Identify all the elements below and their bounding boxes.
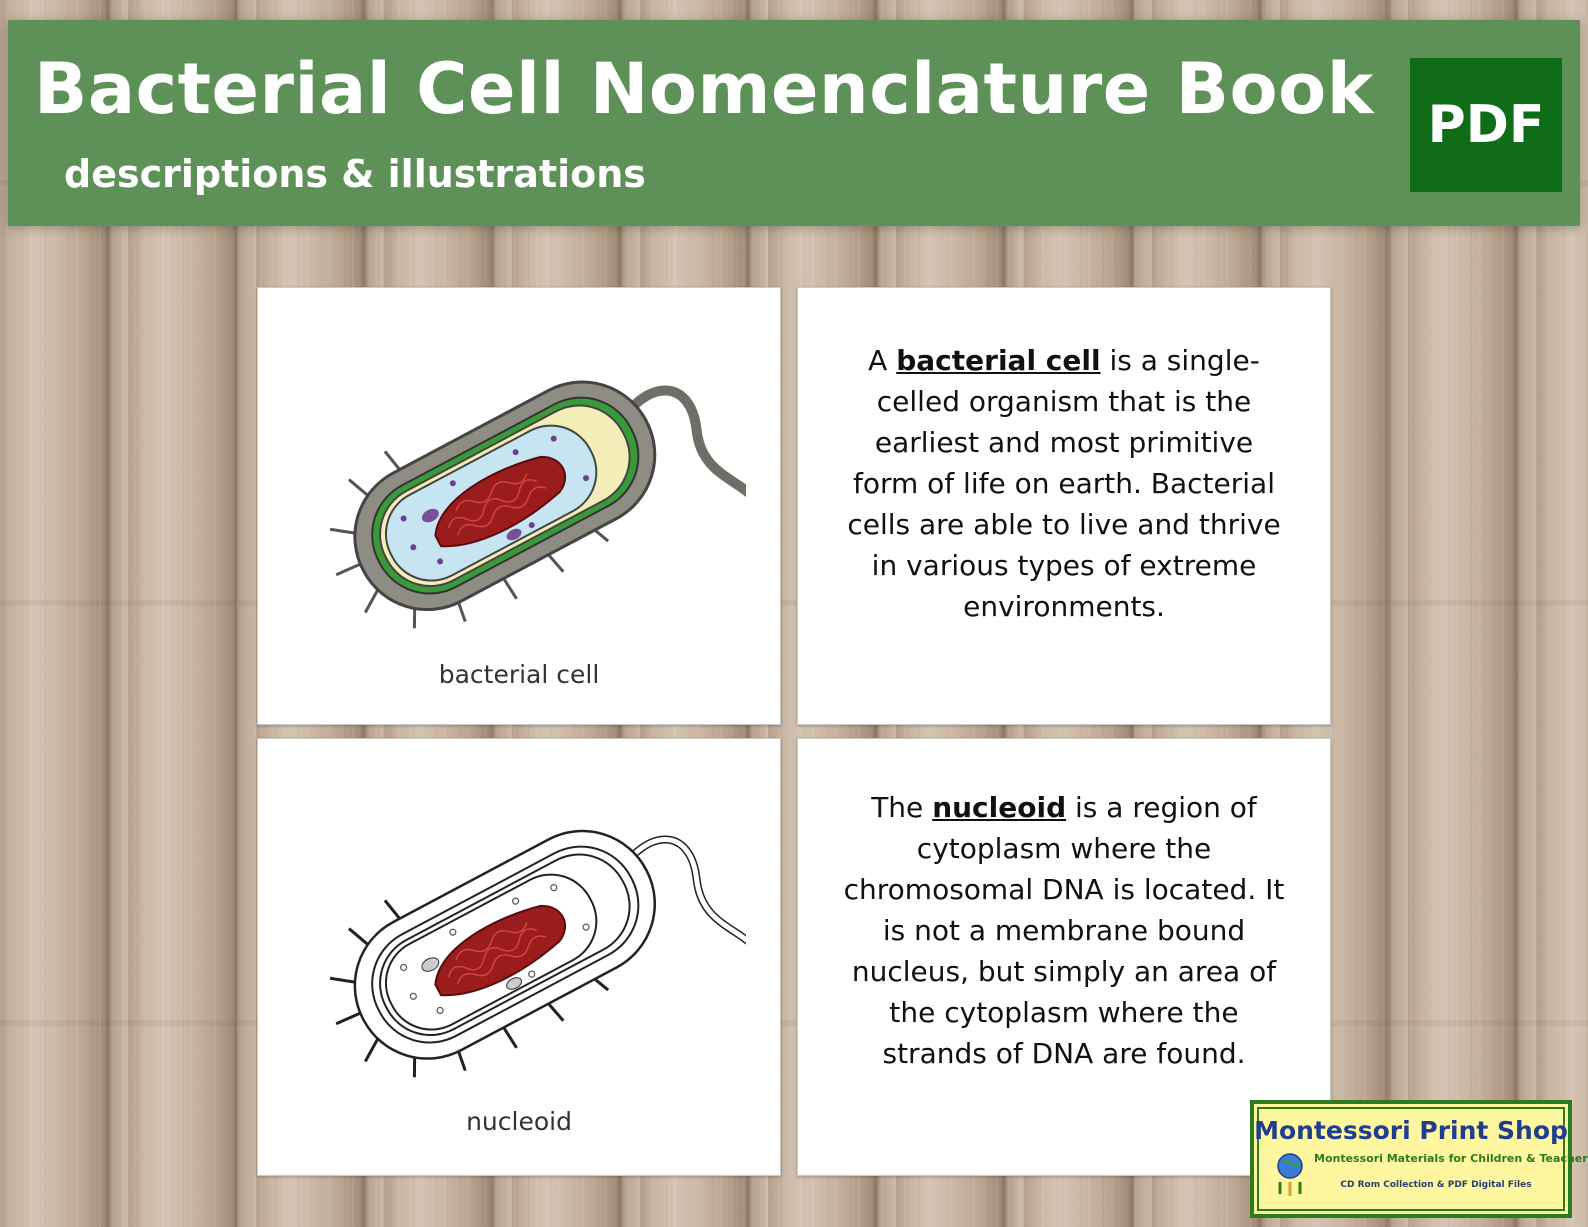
page-subtitle: descriptions & illustrations (64, 152, 646, 196)
description-card-bacterial-cell: A bacterial cell is a single-celled orga… (797, 287, 1331, 725)
card-label: bacterial cell (438, 660, 600, 689)
description-prefix: A (868, 344, 897, 377)
description-text: A bacterial cell is a single-celled orga… (838, 340, 1290, 627)
card-label: nucleoid (466, 1107, 572, 1136)
logo-title: Montessori Print Shop (1254, 1116, 1568, 1145)
nucleoid-illustration (329, 829, 746, 1078)
logo-tagline: Montessori Materials for Children & Teac… (1314, 1152, 1588, 1165)
page-title: Bacterial Cell Nomenclature Book (34, 48, 1374, 130)
logo-subline: CD Rom Collection & PDF Digital Files (1340, 1180, 1532, 1190)
description-text: The nucleoid is a region of cytoplasm wh… (838, 787, 1290, 1074)
description-card-nucleoid: The nucleoid is a region of cytoplasm wh… (797, 738, 1331, 1176)
description-body: is a single-celled organism that is the … (847, 344, 1281, 623)
pdf-badge: PDF (1410, 58, 1562, 192)
bacterial-cell-illustration (329, 380, 746, 629)
description-term: bacterial cell (896, 344, 1101, 377)
title-banner: Bacterial Cell Nomenclature Book descrip… (8, 20, 1580, 226)
description-term: nucleoid (932, 791, 1067, 824)
illustration-card-bacterial-cell: bacterial cell (257, 287, 781, 725)
montessori-print-shop-logo: Montessori Print Shop Montessori Materia… (1250, 1100, 1588, 1218)
description-body: is a region of cytoplasm where the chrom… (843, 791, 1285, 1070)
description-prefix: The (871, 791, 933, 824)
illustration-card-nucleoid: nucleoid (257, 738, 781, 1176)
globe-icon (1277, 1153, 1303, 1196)
